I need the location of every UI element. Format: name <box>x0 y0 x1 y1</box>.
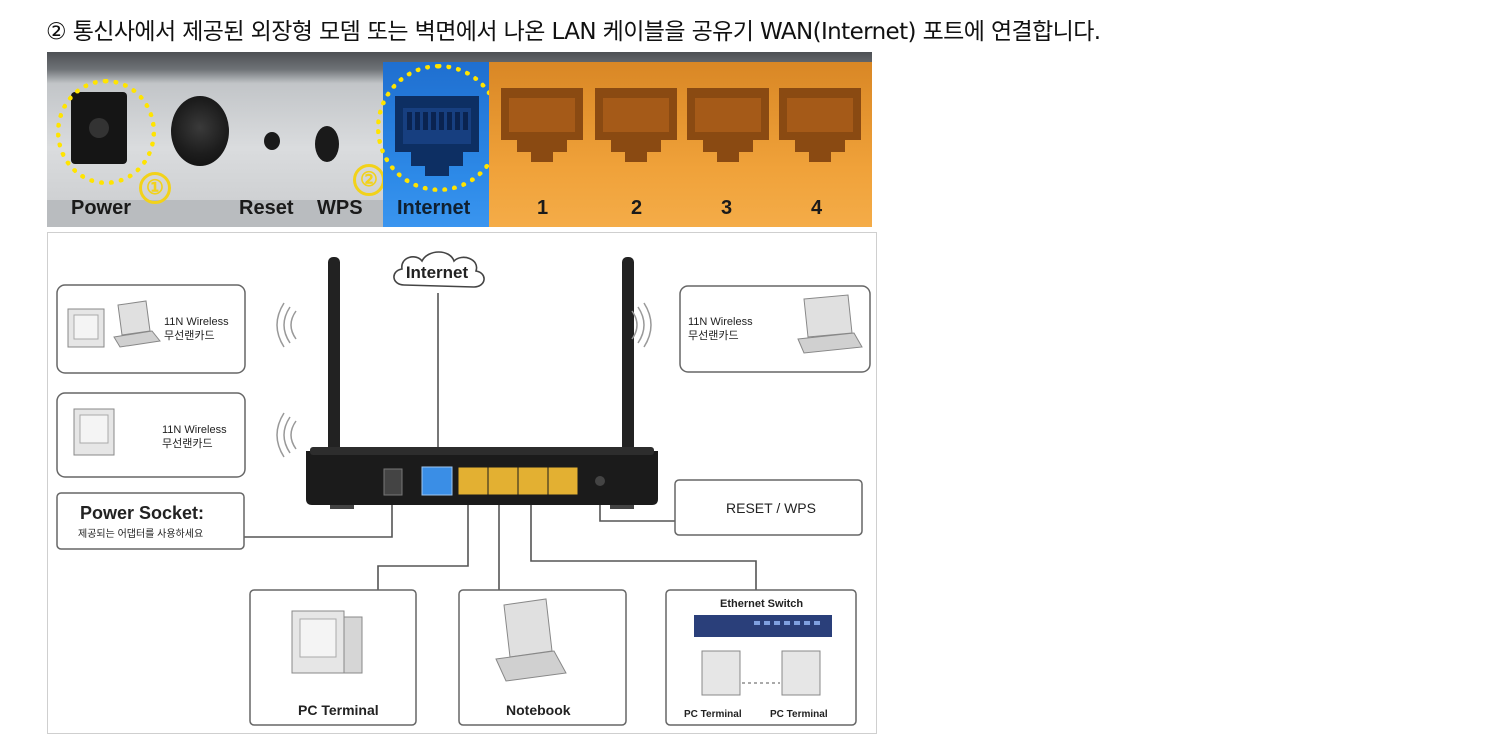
lan-port-3 <box>687 88 769 162</box>
internet-highlight-circle <box>376 64 502 192</box>
reset-wps-box: RESET / WPS <box>674 479 863 536</box>
connection-diagram: Internet 11N Wireless 무선랜카드 <box>47 232 877 734</box>
power-highlight-circle <box>56 79 156 185</box>
ethernet-switch-box: Ethernet Switch PC Terminal PC Terminal <box>665 589 857 726</box>
wireless-client-left-bottom: 11N Wireless 무선랜카드 <box>56 392 246 478</box>
left-antenna <box>328 257 340 459</box>
wireless-waves <box>276 302 652 458</box>
wireless-right-line2: 무선랜카드 <box>688 329 739 342</box>
power-socket-box: Power Socket: 제공되는 어댑터를 사용하세요 <box>56 492 245 550</box>
power-socket-title: Power Socket: <box>80 503 204 523</box>
wireless-client-left-top: 11N Wireless 무선랜카드 <box>56 284 246 374</box>
wireless-left-bottom-line2: 무선랜카드 <box>162 437 213 450</box>
reset-hole <box>264 132 280 150</box>
connection-diagram-svg: Internet 11N Wireless 무선랜카드 <box>56 251 871 726</box>
router-reset-button <box>595 476 605 486</box>
lan-port-4 <box>779 88 861 162</box>
lan-port-2 <box>595 88 677 162</box>
ethernet-switch-pc1: PC Terminal <box>684 709 742 720</box>
connection-lines <box>244 293 757 591</box>
wireless-left-top-line1: 11N Wireless <box>164 316 229 328</box>
router-body <box>306 447 658 509</box>
wps-button <box>315 126 339 162</box>
lan-port-1 <box>501 88 583 162</box>
right-antenna <box>622 257 634 459</box>
router-wan-port <box>421 466 453 496</box>
wireless-left-top-line2: 무선랜카드 <box>164 329 215 342</box>
reset-wps-label: RESET / WPS <box>726 500 816 516</box>
label-lan-2: 2 <box>631 197 643 219</box>
router-power-port <box>383 468 403 496</box>
step-heading: ② 통신사에서 제공된 외장형 모뎀 또는 벽면에서 나온 LAN 케이블을 공… <box>46 19 1101 45</box>
router-back-panel-photo: ① ② Power Reset WPS Internet 1 <box>47 52 872 227</box>
wireless-right-line1: 11N Wireless <box>688 316 753 328</box>
power-socket-subtitle: 제공되는 어댑터를 사용하세요 <box>78 527 203 540</box>
label-reset: Reset <box>239 197 294 219</box>
ethernet-switch-pc2: PC Terminal <box>770 709 828 720</box>
wireless-client-right: 11N Wireless 무선랜카드 <box>679 285 871 373</box>
label-lan-1: 1 <box>537 197 549 219</box>
marker-two: ② <box>353 164 385 196</box>
wireless-left-bottom-line1: 11N Wireless <box>162 424 227 436</box>
router-lan-ports <box>457 466 579 496</box>
label-lan-4: 4 <box>811 197 823 219</box>
label-internet: Internet <box>397 197 471 219</box>
ethernet-switch-title: Ethernet Switch <box>720 598 803 610</box>
label-lan-3: 3 <box>721 197 733 219</box>
label-power: Power <box>71 197 132 219</box>
notebook-box: Notebook <box>458 589 627 726</box>
power-switch-knob <box>171 96 229 166</box>
label-wps: WPS <box>317 197 363 219</box>
pc-terminal-label: PC Terminal <box>298 702 379 718</box>
marker-one: ① <box>139 172 171 204</box>
internet-cloud: Internet <box>393 251 485 288</box>
pc-terminal-box: PC Terminal <box>249 589 417 726</box>
notebook-label: Notebook <box>506 702 571 718</box>
ethernet-switch-device <box>694 615 832 637</box>
internet-cloud-label: Internet <box>406 263 469 282</box>
